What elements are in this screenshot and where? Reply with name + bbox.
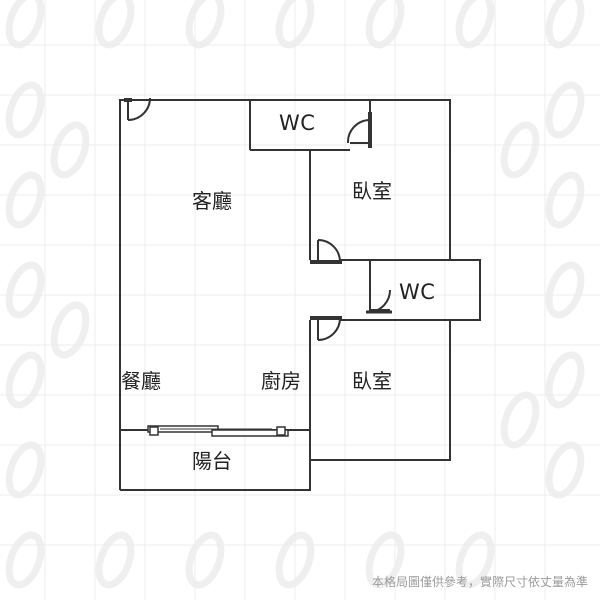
wc1-door <box>346 112 372 148</box>
watermark-pattern <box>5 0 585 589</box>
room-label-living-room: 客廳 <box>192 189 232 213</box>
wc2-door <box>366 289 392 314</box>
outer-wall <box>119 99 481 491</box>
bedroom1-door <box>310 239 342 264</box>
room-label-bedroom-1: 臥室 <box>352 179 392 203</box>
room-label-wc-2: WC <box>399 280 436 304</box>
room-label-kitchen: 廚房 <box>261 369 301 393</box>
room-label-dining-room: 餐廳 <box>121 369 161 393</box>
bedroom2-door <box>310 316 342 341</box>
entrance-door <box>124 97 151 121</box>
room-label-balcony: 陽台 <box>192 449 232 473</box>
balcony-sliding-door <box>147 425 289 437</box>
room-label-wc-1: WC <box>279 111 316 135</box>
disclaimer-text: 本格局圖僅供參考，實際尺寸依丈量為準 <box>371 575 588 589</box>
room-label-bedroom-2: 臥室 <box>352 369 392 393</box>
